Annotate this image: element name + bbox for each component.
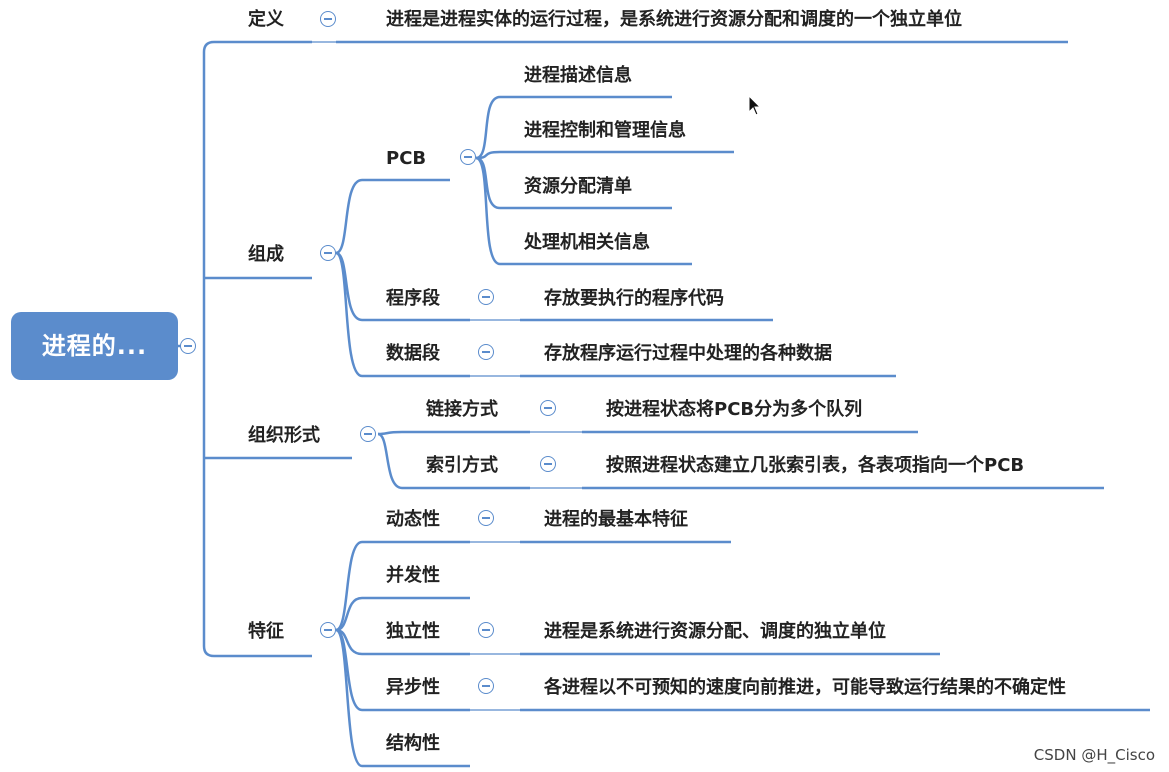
independent-text: 进程是系统进行资源分配、调度的独立单位 — [544, 621, 886, 642]
concurrent-node[interactable]: 并发性 — [386, 565, 440, 586]
link-text: 按进程状态将PCB分为多个队列 — [606, 399, 863, 420]
data-node[interactable]: 数据段 — [386, 343, 440, 364]
definition-node[interactable]: 定义 — [248, 9, 284, 30]
definition-collapse-toggle[interactable] — [320, 11, 336, 27]
root-node[interactable]: 进程的... — [11, 312, 178, 380]
composition-collapse-toggle[interactable] — [320, 245, 336, 261]
dynamic-collapse-toggle[interactable] — [478, 510, 494, 526]
features-collapse-toggle[interactable] — [320, 622, 336, 638]
index-collapse-toggle[interactable] — [540, 456, 556, 472]
root-collapse-toggle[interactable] — [180, 338, 196, 354]
composition-node[interactable]: 组成 — [248, 244, 284, 265]
pcb-item: 资源分配清单 — [524, 176, 632, 197]
organization-node[interactable]: 组织形式 — [248, 425, 320, 446]
pcb-node[interactable]: PCB — [386, 148, 427, 169]
async-collapse-toggle[interactable] — [478, 678, 494, 694]
organization-collapse-toggle[interactable] — [360, 426, 376, 442]
index-node[interactable]: 索引方式 — [426, 455, 498, 476]
pcb-item: 进程描述信息 — [524, 65, 632, 86]
data-text: 存放程序运行过程中处理的各种数据 — [544, 343, 832, 364]
definition-text: 进程是进程实体的运行过程，是系统进行资源分配和调度的一个独立单位 — [386, 9, 962, 30]
dynamic-text: 进程的最基本特征 — [544, 509, 688, 530]
pcb-item: 处理机相关信息 — [524, 232, 650, 253]
independent-node[interactable]: 独立性 — [386, 621, 440, 642]
async-node[interactable]: 异步性 — [386, 677, 440, 698]
link-node[interactable]: 链接方式 — [426, 399, 498, 420]
program-collapse-toggle[interactable] — [478, 289, 494, 305]
index-text: 按照进程状态建立几张索引表，各表项指向一个PCB — [606, 455, 1025, 476]
watermark: CSDN @H_Cisco — [1033, 746, 1155, 764]
independent-collapse-toggle[interactable] — [478, 622, 494, 638]
features-node[interactable]: 特征 — [248, 621, 284, 642]
program-text: 存放要执行的程序代码 — [544, 288, 724, 309]
dynamic-node[interactable]: 动态性 — [386, 509, 440, 530]
pcb-item: 进程控制和管理信息 — [524, 120, 686, 141]
program-node[interactable]: 程序段 — [386, 288, 440, 309]
data-collapse-toggle[interactable] — [478, 344, 494, 360]
structural-node[interactable]: 结构性 — [386, 733, 440, 754]
link-collapse-toggle[interactable] — [540, 400, 556, 416]
async-text: 各进程以不可预知的速度向前推进，可能导致运行结果的不确定性 — [544, 677, 1066, 698]
mouse-cursor-icon — [748, 95, 762, 116]
pcb-collapse-toggle[interactable] — [460, 149, 476, 165]
